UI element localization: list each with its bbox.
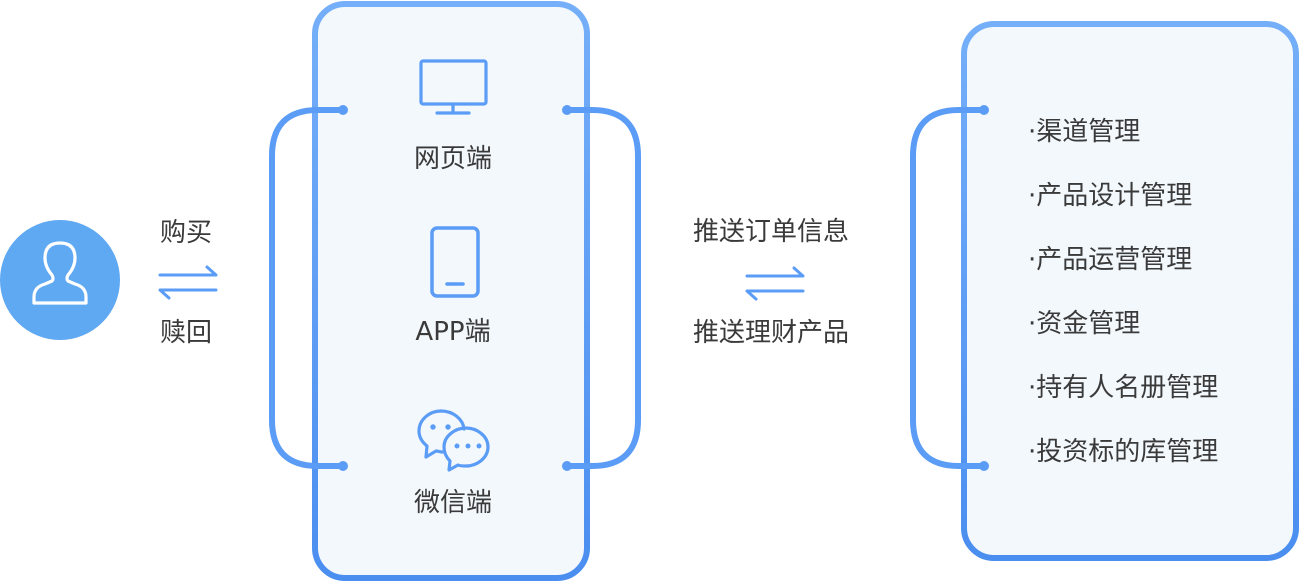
redeem-label: 赎回	[160, 318, 213, 348]
user-avatar	[0, 220, 120, 340]
management-item-holder-register: ·持有人名册管理	[1028, 373, 1219, 403]
wechat-icon	[417, 409, 490, 472]
channel-label-app: APP端	[415, 317, 491, 347]
channel-label-web: 网页端	[413, 144, 492, 174]
push-order-label: 推送订单信息	[693, 217, 850, 247]
management-item-funds: ·资金管理	[1028, 309, 1141, 339]
wechat-icon-dots	[430, 424, 482, 449]
monitor-icon	[419, 59, 488, 115]
platform-exchange-arrows-icon	[745, 266, 805, 301]
channels-right-bracket	[562, 105, 641, 471]
management-item-product-design: ·产品设计管理	[1028, 181, 1193, 211]
push-product-label: 推送理财产品	[693, 318, 850, 348]
phone-icon	[430, 226, 480, 298]
management-box	[961, 21, 1299, 561]
channel-label-wechat: 微信端	[413, 488, 492, 518]
buy-label: 购买	[160, 218, 213, 248]
channels-box	[312, 1, 590, 581]
management-left-bracket	[910, 105, 989, 471]
user-icon	[32, 241, 88, 305]
management-item-channel: ·渠道管理	[1028, 117, 1141, 147]
management-item-investment-library: ·投资标的库管理	[1028, 437, 1219, 467]
management-item-product-operation: ·产品运营管理	[1028, 245, 1193, 275]
channels-left-bracket	[269, 105, 348, 471]
user-exchange-arrows-icon	[158, 265, 218, 300]
